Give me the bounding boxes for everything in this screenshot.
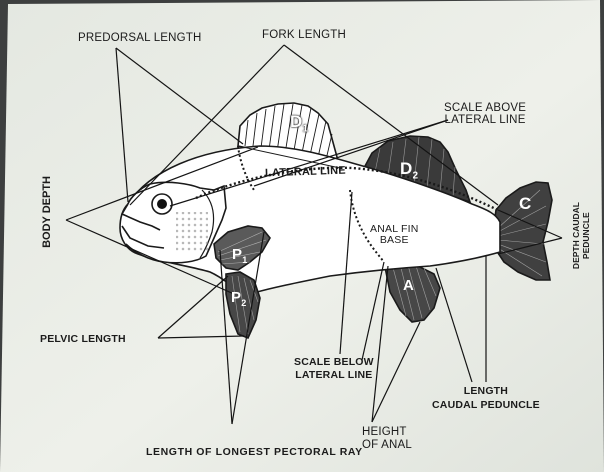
label-line: PEDUNCLE bbox=[581, 202, 591, 269]
fin-subscript: 2 bbox=[412, 170, 418, 181]
pectoral-fin-label: P1 bbox=[232, 249, 247, 266]
first-dorsal-fin-label: D1 bbox=[290, 116, 308, 135]
scale-above-lateral-line-label: SCALE ABOVE LATERAL LINE bbox=[444, 102, 526, 126]
label-line: SCALE BELOW bbox=[294, 356, 374, 369]
label-line: LATERAL LINE bbox=[294, 369, 374, 382]
scale-below-lateral-line-label: SCALE BELOW LATERAL LINE bbox=[294, 356, 374, 382]
label-line: CAUDAL PEDUNCLE bbox=[432, 398, 540, 412]
anal-fin-base-label: ANAL FIN BASE bbox=[370, 224, 418, 246]
label-line: HEIGHT bbox=[362, 426, 412, 439]
length-longest-pectoral-ray-label: LENGTH OF LONGEST PECTORAL RAY bbox=[146, 446, 363, 458]
label-line: LENGTH bbox=[432, 384, 540, 398]
height-of-anal-label: HEIGHT OF ANAL bbox=[362, 426, 412, 452]
caudal-fin-label: C bbox=[519, 198, 531, 210]
fin-subscript: 2 bbox=[241, 298, 246, 308]
pelvic-length-label: PELVIC LENGTH bbox=[40, 333, 126, 345]
fin-letter: P bbox=[232, 246, 242, 263]
fin-letter: D bbox=[400, 159, 412, 178]
label-line: BASE bbox=[370, 235, 418, 246]
body-depth-label: BODY DEPTH bbox=[42, 176, 53, 248]
predorsal-length-label: PREDORSAL LENGTH bbox=[78, 32, 202, 44]
length-caudal-peduncle-label: LENGTH CAUDAL PEDUNCLE bbox=[432, 384, 540, 412]
second-dorsal-fin-label: D2 bbox=[400, 163, 418, 182]
label-line: OF ANAL bbox=[362, 439, 412, 452]
pelvic-fin-label: P2 bbox=[231, 292, 246, 309]
anal-fin-label: A bbox=[403, 280, 414, 292]
label-line: SCALE ABOVE bbox=[444, 102, 526, 114]
depth-caudal-peduncle-label: DEPTH CAUDAL PEDUNCLE bbox=[571, 202, 591, 269]
label-line: DEPTH CAUDAL bbox=[571, 202, 581, 269]
fork-length-label: FORK LENGTH bbox=[262, 29, 346, 41]
fin-letter: P bbox=[231, 289, 241, 306]
fin-letter: D bbox=[290, 112, 302, 131]
pupil bbox=[157, 199, 167, 209]
fin-subscript: 1 bbox=[242, 255, 247, 265]
label-line: LATERAL LINE bbox=[444, 114, 526, 126]
fin-subscript: 1 bbox=[302, 123, 308, 134]
